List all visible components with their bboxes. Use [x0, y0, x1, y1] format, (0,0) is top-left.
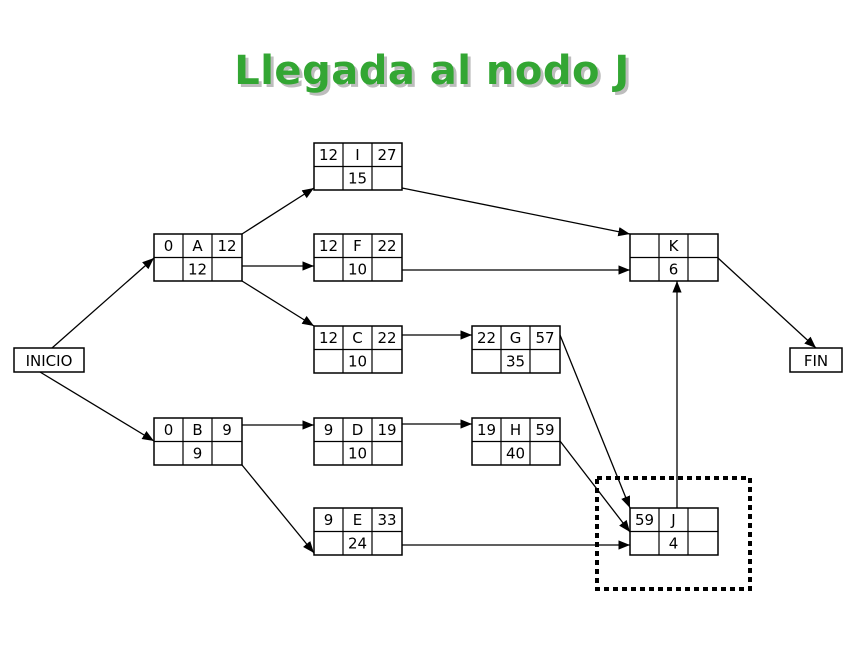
node-early-finish: 57 — [535, 329, 554, 347]
node-duration: 35 — [506, 353, 525, 371]
node-early-start: 12 — [319, 329, 338, 347]
node-label: F — [353, 237, 362, 255]
node-duration: 15 — [348, 170, 367, 188]
node-duration: 9 — [193, 445, 203, 463]
node-k: K6 — [629, 233, 719, 282]
edges-layer — [39, 187, 817, 554]
node-label: B — [192, 421, 202, 439]
node-early-start: 12 — [319, 146, 338, 164]
node-g: 22 G 57 35 — [471, 325, 561, 374]
terminal-fin: FIN — [789, 347, 843, 373]
node-label: C — [352, 329, 362, 347]
node-f: 12 F 22 10 — [313, 233, 403, 282]
node-label: G — [510, 329, 522, 347]
node-early-finish: 33 — [377, 511, 396, 529]
node-early-finish: 12 — [217, 237, 236, 255]
node-early-start: 0 — [164, 421, 174, 439]
node-early-start: 9 — [324, 421, 334, 439]
node-duration: 12 — [188, 261, 207, 279]
node-label: A — [192, 237, 203, 255]
node-label: E — [353, 511, 362, 529]
node-i: 12 I 27 15 — [313, 142, 403, 191]
node-e: 9 E 33 24 — [313, 507, 403, 556]
node-label: J — [670, 511, 675, 529]
node-c: 12 C 22 10 — [313, 325, 403, 374]
node-duration: 4 — [669, 535, 679, 553]
page-title: Llegada al nodo J — [234, 48, 630, 94]
edge-b-e — [241, 464, 315, 554]
edge-a-c — [241, 280, 315, 327]
node-duration: 6 — [669, 261, 679, 279]
node-early-start: 19 — [477, 421, 496, 439]
node-early-finish: 9 — [222, 421, 232, 439]
node-early-finish: 27 — [377, 146, 396, 164]
node-early-start: 0 — [164, 237, 174, 255]
node-early-finish: 22 — [377, 329, 396, 347]
node-early-finish: 19 — [377, 421, 396, 439]
node-label: D — [352, 421, 364, 439]
edge-i-k — [401, 187, 631, 237]
node-early-start: 12 — [319, 237, 338, 255]
node-early-start: 59 — [635, 511, 654, 529]
node-early-finish: 59 — [535, 421, 554, 439]
terminal-label: INICIO — [26, 352, 73, 370]
highlight-frame — [595, 476, 752, 591]
terminal-inicio: INICIO — [13, 347, 85, 373]
edge-k-fin — [717, 257, 817, 349]
edge-a-i — [241, 187, 315, 235]
node-duration: 24 — [348, 535, 367, 553]
node-label: H — [510, 421, 521, 439]
node-j: 59 J 4 — [629, 507, 719, 556]
node-early-finish: 22 — [377, 237, 396, 255]
node-duration: 40 — [506, 445, 525, 463]
node-label: I — [355, 146, 359, 164]
node-early-start: 22 — [477, 329, 496, 347]
node-label: K — [669, 237, 680, 255]
node-h: 19 H 59 40 — [471, 417, 561, 466]
node-duration: 10 — [348, 261, 367, 279]
edge-inicio-a — [51, 257, 155, 349]
edge-inicio-b — [39, 371, 155, 442]
node-duration: 10 — [348, 445, 367, 463]
node-duration: 10 — [348, 353, 367, 371]
edge-h-j — [559, 440, 631, 533]
node-early-start: 9 — [324, 511, 334, 529]
terminal-label: FIN — [804, 352, 828, 370]
